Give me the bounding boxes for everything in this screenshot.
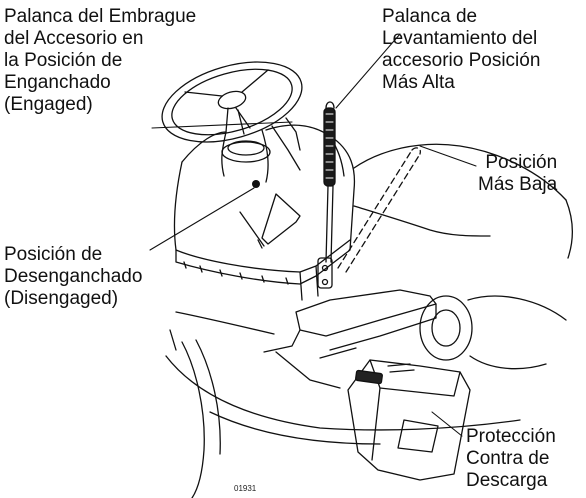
disengaged-dot [252, 180, 260, 188]
steering-wheel [161, 61, 303, 143]
discharge-guard-label: Protección Contra de Descarga [466, 426, 556, 491]
figure-id: 01931 [234, 484, 257, 493]
lift-lever-lowest-ghost [337, 147, 422, 273]
mower-deck [165, 329, 521, 445]
lift-lever [317, 101, 336, 289]
rear-body [353, 143, 573, 259]
steering-column [221, 129, 271, 183]
floor-pan [175, 289, 437, 389]
disengaged-position-label: Posición de Desenganchado (Disengaged) [4, 244, 143, 309]
rear-wheel [419, 295, 567, 370]
discharge-guard [347, 359, 471, 481]
lowest-position-label: Posición Más Baja [478, 152, 558, 195]
front-wheel [181, 339, 221, 498]
clutch-lever [239, 117, 301, 249]
lift-lever-label: Palanca de Levantamiento del accesorio P… [382, 6, 541, 93]
callout-leaders [149, 33, 477, 437]
clutch-lever-label: Palanca del Embrague del Accesorio en la… [4, 6, 197, 115]
